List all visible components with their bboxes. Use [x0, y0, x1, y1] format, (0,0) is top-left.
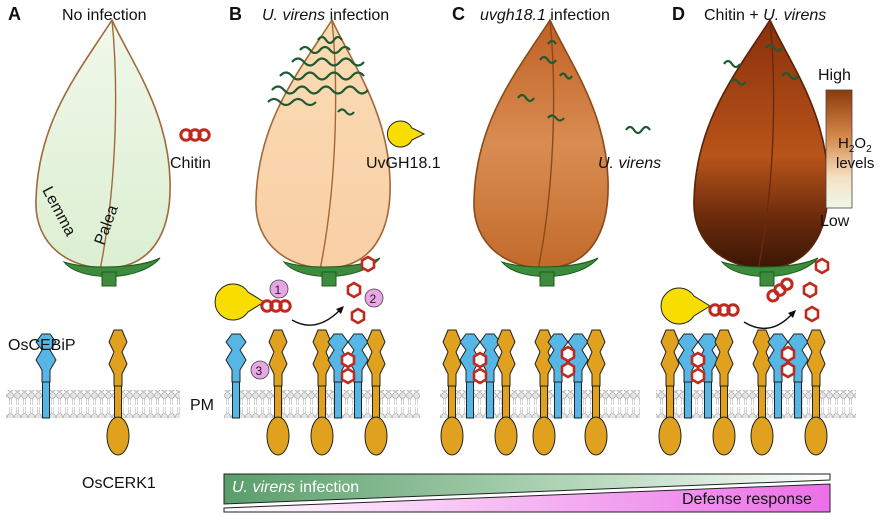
- step-2-badge: [364, 288, 384, 308]
- defense-gradient-label: Defense response: [682, 491, 812, 508]
- step-3-badge: [250, 360, 270, 380]
- pm-label: PM: [190, 397, 214, 414]
- panel-title-b: U. virens infection: [262, 7, 389, 24]
- gradient-bars: U. virens infection Defense response: [223, 473, 831, 513]
- fungal-hyphae-c: [517, 39, 573, 122]
- panel-letter-c: C: [452, 4, 465, 24]
- fungus-icon: [625, 125, 651, 135]
- grain-b: [255, 18, 391, 287]
- chitin-legend: Chitin: [170, 128, 211, 172]
- grain-d: [693, 18, 829, 287]
- panel-title-d: Chitin + U. virens: [704, 7, 826, 24]
- cleavage-d: [660, 257, 830, 330]
- panel-letter-d: D: [672, 4, 685, 24]
- enzyme-legend: UvGH18.1: [366, 120, 441, 172]
- colorbar-high-label: High: [818, 67, 851, 84]
- fungal-hyphae-b: [267, 35, 369, 116]
- panel-letter-a: A: [8, 4, 21, 24]
- chitin-label: Chitin: [170, 155, 211, 172]
- receptors-a: OsCEBiP OsCERK1: [8, 329, 156, 492]
- grain-c: [473, 18, 609, 287]
- fungus-legend: U. virens: [598, 125, 661, 172]
- grain-a: Lemma Palea: [35, 18, 171, 287]
- panel-letter-b: B: [229, 4, 242, 24]
- panel-title-c: uvgh18.1 infection: [480, 7, 610, 24]
- fungal-hyphae-d: [723, 43, 799, 86]
- infection-gradient: [223, 473, 831, 505]
- receptors-b: 3: [225, 329, 388, 456]
- fungus-label: U. virens: [598, 155, 661, 172]
- colorbar-title: H2O2: [838, 135, 872, 155]
- colorbar-low-label: Low: [820, 213, 850, 230]
- step-3-label: 3: [256, 364, 263, 378]
- colorbar-levels-label: levels: [836, 155, 874, 172]
- infection-gradient-label: U. virens infection: [232, 479, 359, 496]
- cleavage-b: 1 2: [214, 255, 384, 326]
- step-2-label: 2: [370, 292, 377, 306]
- plasma-membrane: PM: [6, 390, 856, 418]
- panel-titles: A No infection B U. virens infection C u…: [8, 4, 826, 24]
- cebip-label: OsCEBiP: [8, 337, 76, 354]
- chitin-icon: [179, 128, 211, 142]
- colorbar-gradient: [825, 89, 853, 209]
- panel-title-a: No infection: [62, 7, 147, 24]
- defense-gradient: [223, 483, 831, 513]
- h2o2-colorbar: High Low H2O2 levels: [818, 67, 874, 230]
- step-1-badge: [269, 279, 289, 299]
- step-1-label: 1: [275, 283, 282, 297]
- enzyme-label: UvGH18.1: [366, 155, 441, 172]
- cerk1-label: OsCERK1: [82, 475, 156, 492]
